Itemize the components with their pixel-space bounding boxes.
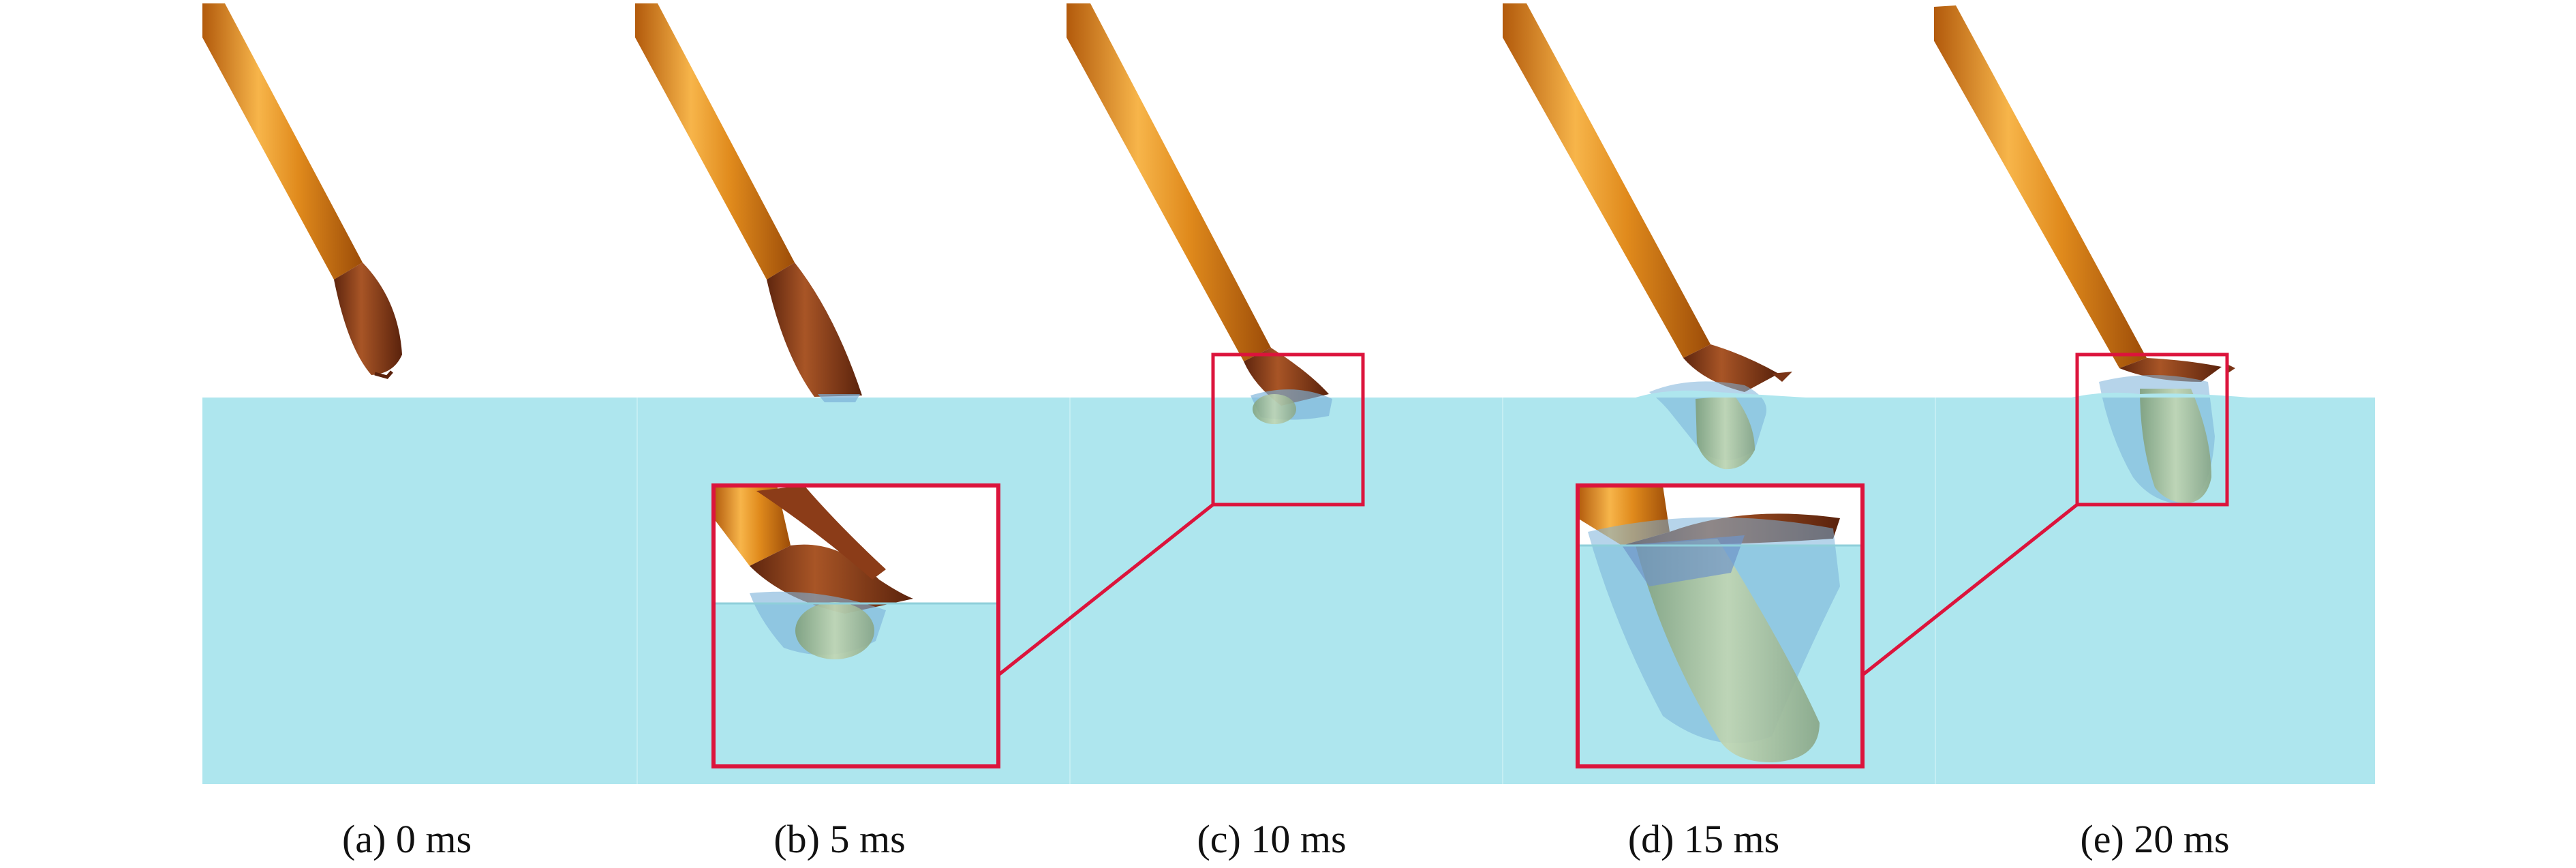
projectile-b: [635, 3, 862, 402]
caption-a: (a) 0 ms: [341, 817, 472, 861]
projectile-c: [1067, 3, 1332, 424]
caption-d: (d) 15 ms: [1627, 817, 1780, 861]
zoom-box-c: [1211, 353, 1365, 507]
projectile-e: [1934, 5, 2235, 505]
caption-b: (b) 5 ms: [773, 817, 906, 861]
projectile-d: [1503, 3, 1792, 470]
caption-c: (c) 10 ms: [1197, 817, 1347, 861]
surface-ripples: [1636, 390, 2249, 398]
zoom-connector-c: [997, 503, 1214, 676]
inset-c: [714, 485, 998, 766]
inset-e: [1578, 485, 1862, 766]
water-region: [202, 398, 2375, 784]
caption-e: (e) 20 ms: [2080, 817, 2230, 861]
zoom-connector-e: [1861, 503, 2079, 676]
projectile-a: [202, 3, 402, 379]
inset-e-frame: [1576, 483, 1865, 768]
zoom-box-e: [2075, 353, 2229, 507]
panel-separators: [637, 398, 1936, 784]
inset-c-frame: [711, 483, 1000, 768]
